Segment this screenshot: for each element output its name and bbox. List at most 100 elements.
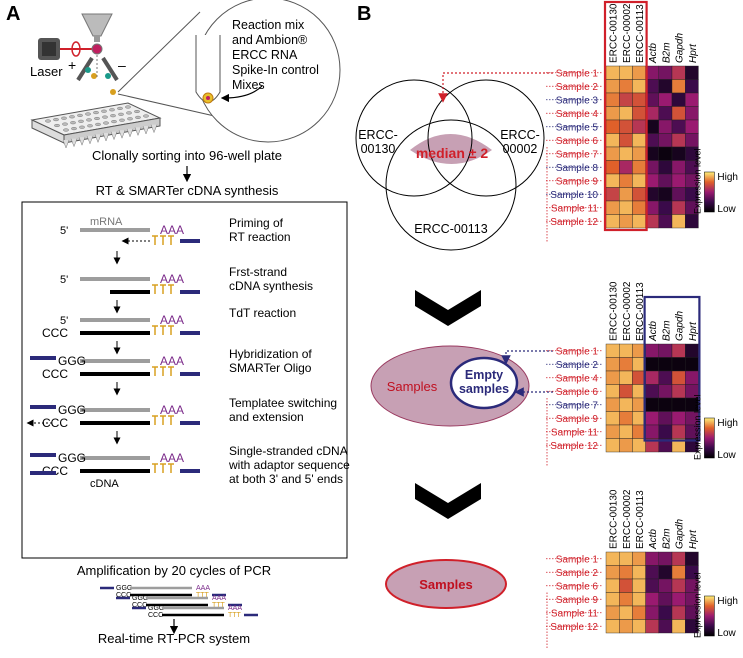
- row-label: Sample 9: [556, 414, 599, 425]
- heatmap-cell: [685, 106, 699, 121]
- legend-low: Low: [717, 204, 736, 215]
- heatmap-cell: [671, 133, 686, 148]
- column-header: ERCC-00113: [635, 490, 646, 549]
- well: [119, 118, 125, 122]
- svg-text:GGG: GGG: [148, 605, 164, 612]
- heatmap-cell: [619, 343, 633, 358]
- column-header: Hprt: [688, 321, 699, 341]
- svg-text:AAA: AAA: [212, 595, 226, 602]
- poly-a-label: AAA: [160, 272, 184, 286]
- realtime-label: Real-time RT-PCR system: [98, 631, 250, 646]
- heatmap-cell: [645, 343, 659, 358]
- venn-label-right: 00002: [503, 142, 538, 156]
- svg-text:GGG: GGG: [132, 595, 148, 602]
- heatmap-cell: [632, 565, 646, 580]
- heatmap-cell: [671, 578, 686, 593]
- column-header: ERCC-00002: [622, 3, 633, 63]
- final-samples-label: Samples: [419, 577, 472, 592]
- row-label: Sample 12: [550, 622, 598, 633]
- heatmap-cell: [632, 119, 646, 134]
- heatmap-cell: [671, 187, 686, 202]
- row-label: Sample 2: [556, 568, 599, 579]
- heatmap-cell: [632, 619, 646, 634]
- heatmap-cell: [619, 551, 633, 566]
- heatmap-cell: [671, 411, 686, 426]
- panel-b-label: B: [357, 3, 371, 25]
- heatmap-cell: [619, 65, 633, 80]
- heatmap-cell: [645, 578, 659, 593]
- heatmap-cell: [671, 173, 686, 188]
- step-label: Hybridization of: [229, 347, 312, 361]
- callout-line-text: and Ambion®: [232, 33, 308, 47]
- column-header: Hprt: [688, 529, 699, 549]
- five-prime-label: 5': [60, 225, 68, 237]
- sorting-label: Clonally sorting into 96-well plate: [92, 148, 282, 163]
- well: [54, 123, 60, 128]
- poly-a-label: AAA: [160, 223, 184, 237]
- step-label: Frst-strand: [229, 265, 287, 279]
- column-header: B2m: [661, 528, 672, 549]
- heatmap-cell: [671, 565, 686, 580]
- heatmap-cell: [685, 92, 699, 107]
- heatmap-cell: [645, 605, 659, 620]
- color-legend: [704, 595, 715, 637]
- row-label: Sample 4: [556, 109, 599, 120]
- poly-a-label: AAA: [160, 354, 184, 368]
- heatmap-cell: [645, 424, 659, 439]
- well: [78, 119, 84, 123]
- callout-line: [117, 11, 201, 93]
- heatmap-cell: [671, 65, 686, 80]
- column-header: ERCC-00130: [609, 3, 620, 63]
- well: [109, 108, 115, 112]
- heatmap-cell: [605, 551, 620, 566]
- heatmap-cell: [671, 79, 686, 94]
- heatmap-cell: [619, 384, 633, 399]
- nozzle-icon: [81, 13, 113, 55]
- well-tip: [110, 131, 118, 141]
- heatmap-cell: [671, 146, 686, 161]
- heatmap-cell: [671, 119, 686, 134]
- heatmap-cell: [619, 173, 633, 188]
- row-label: Sample 3: [556, 96, 599, 107]
- samples-label: Samples: [387, 379, 438, 394]
- column-header: Actb: [648, 529, 659, 550]
- heatmap-cell: [632, 605, 646, 620]
- column-header: Gapdh: [675, 33, 686, 63]
- ggg-label: GGG: [58, 403, 86, 417]
- callout-line-text: ERCC RNA: [232, 48, 298, 62]
- well: [103, 121, 109, 125]
- well: [85, 112, 91, 116]
- well: [61, 116, 67, 120]
- heatmap-cell: [658, 92, 673, 107]
- ttt-primer: [152, 284, 174, 294]
- heatmap-cell: [685, 343, 699, 358]
- ggg-label: GGG: [58, 354, 86, 368]
- heatmap-cell: [619, 200, 633, 215]
- well: [125, 105, 131, 109]
- well-tip: [142, 125, 150, 135]
- heatmap-cell: [658, 551, 673, 566]
- heatmap-cell: [658, 619, 673, 634]
- heatmap-cell: [645, 397, 659, 412]
- well-tip: [102, 132, 110, 142]
- well-tip: [70, 138, 78, 148]
- ccc-label: CCC: [42, 416, 68, 430]
- heatmap-cell: [671, 357, 686, 372]
- heatmap-cell: [619, 397, 633, 412]
- heatmap-cell: [605, 578, 620, 593]
- step-label: at both 3' and 5' ends: [229, 472, 343, 486]
- amplification-label: Amplification by 20 cycles of PCR: [77, 563, 271, 578]
- heatmap-cell: [605, 119, 620, 134]
- heatmap-cell: [658, 370, 673, 385]
- heatmap-cell: [632, 92, 646, 107]
- heatmap-cell: [658, 592, 673, 607]
- rt-title: RT & SMARTer cDNA synthesis: [96, 183, 279, 198]
- well: [143, 114, 149, 118]
- panel-a-label: A: [6, 3, 20, 25]
- heatmap-cell: [605, 173, 620, 188]
